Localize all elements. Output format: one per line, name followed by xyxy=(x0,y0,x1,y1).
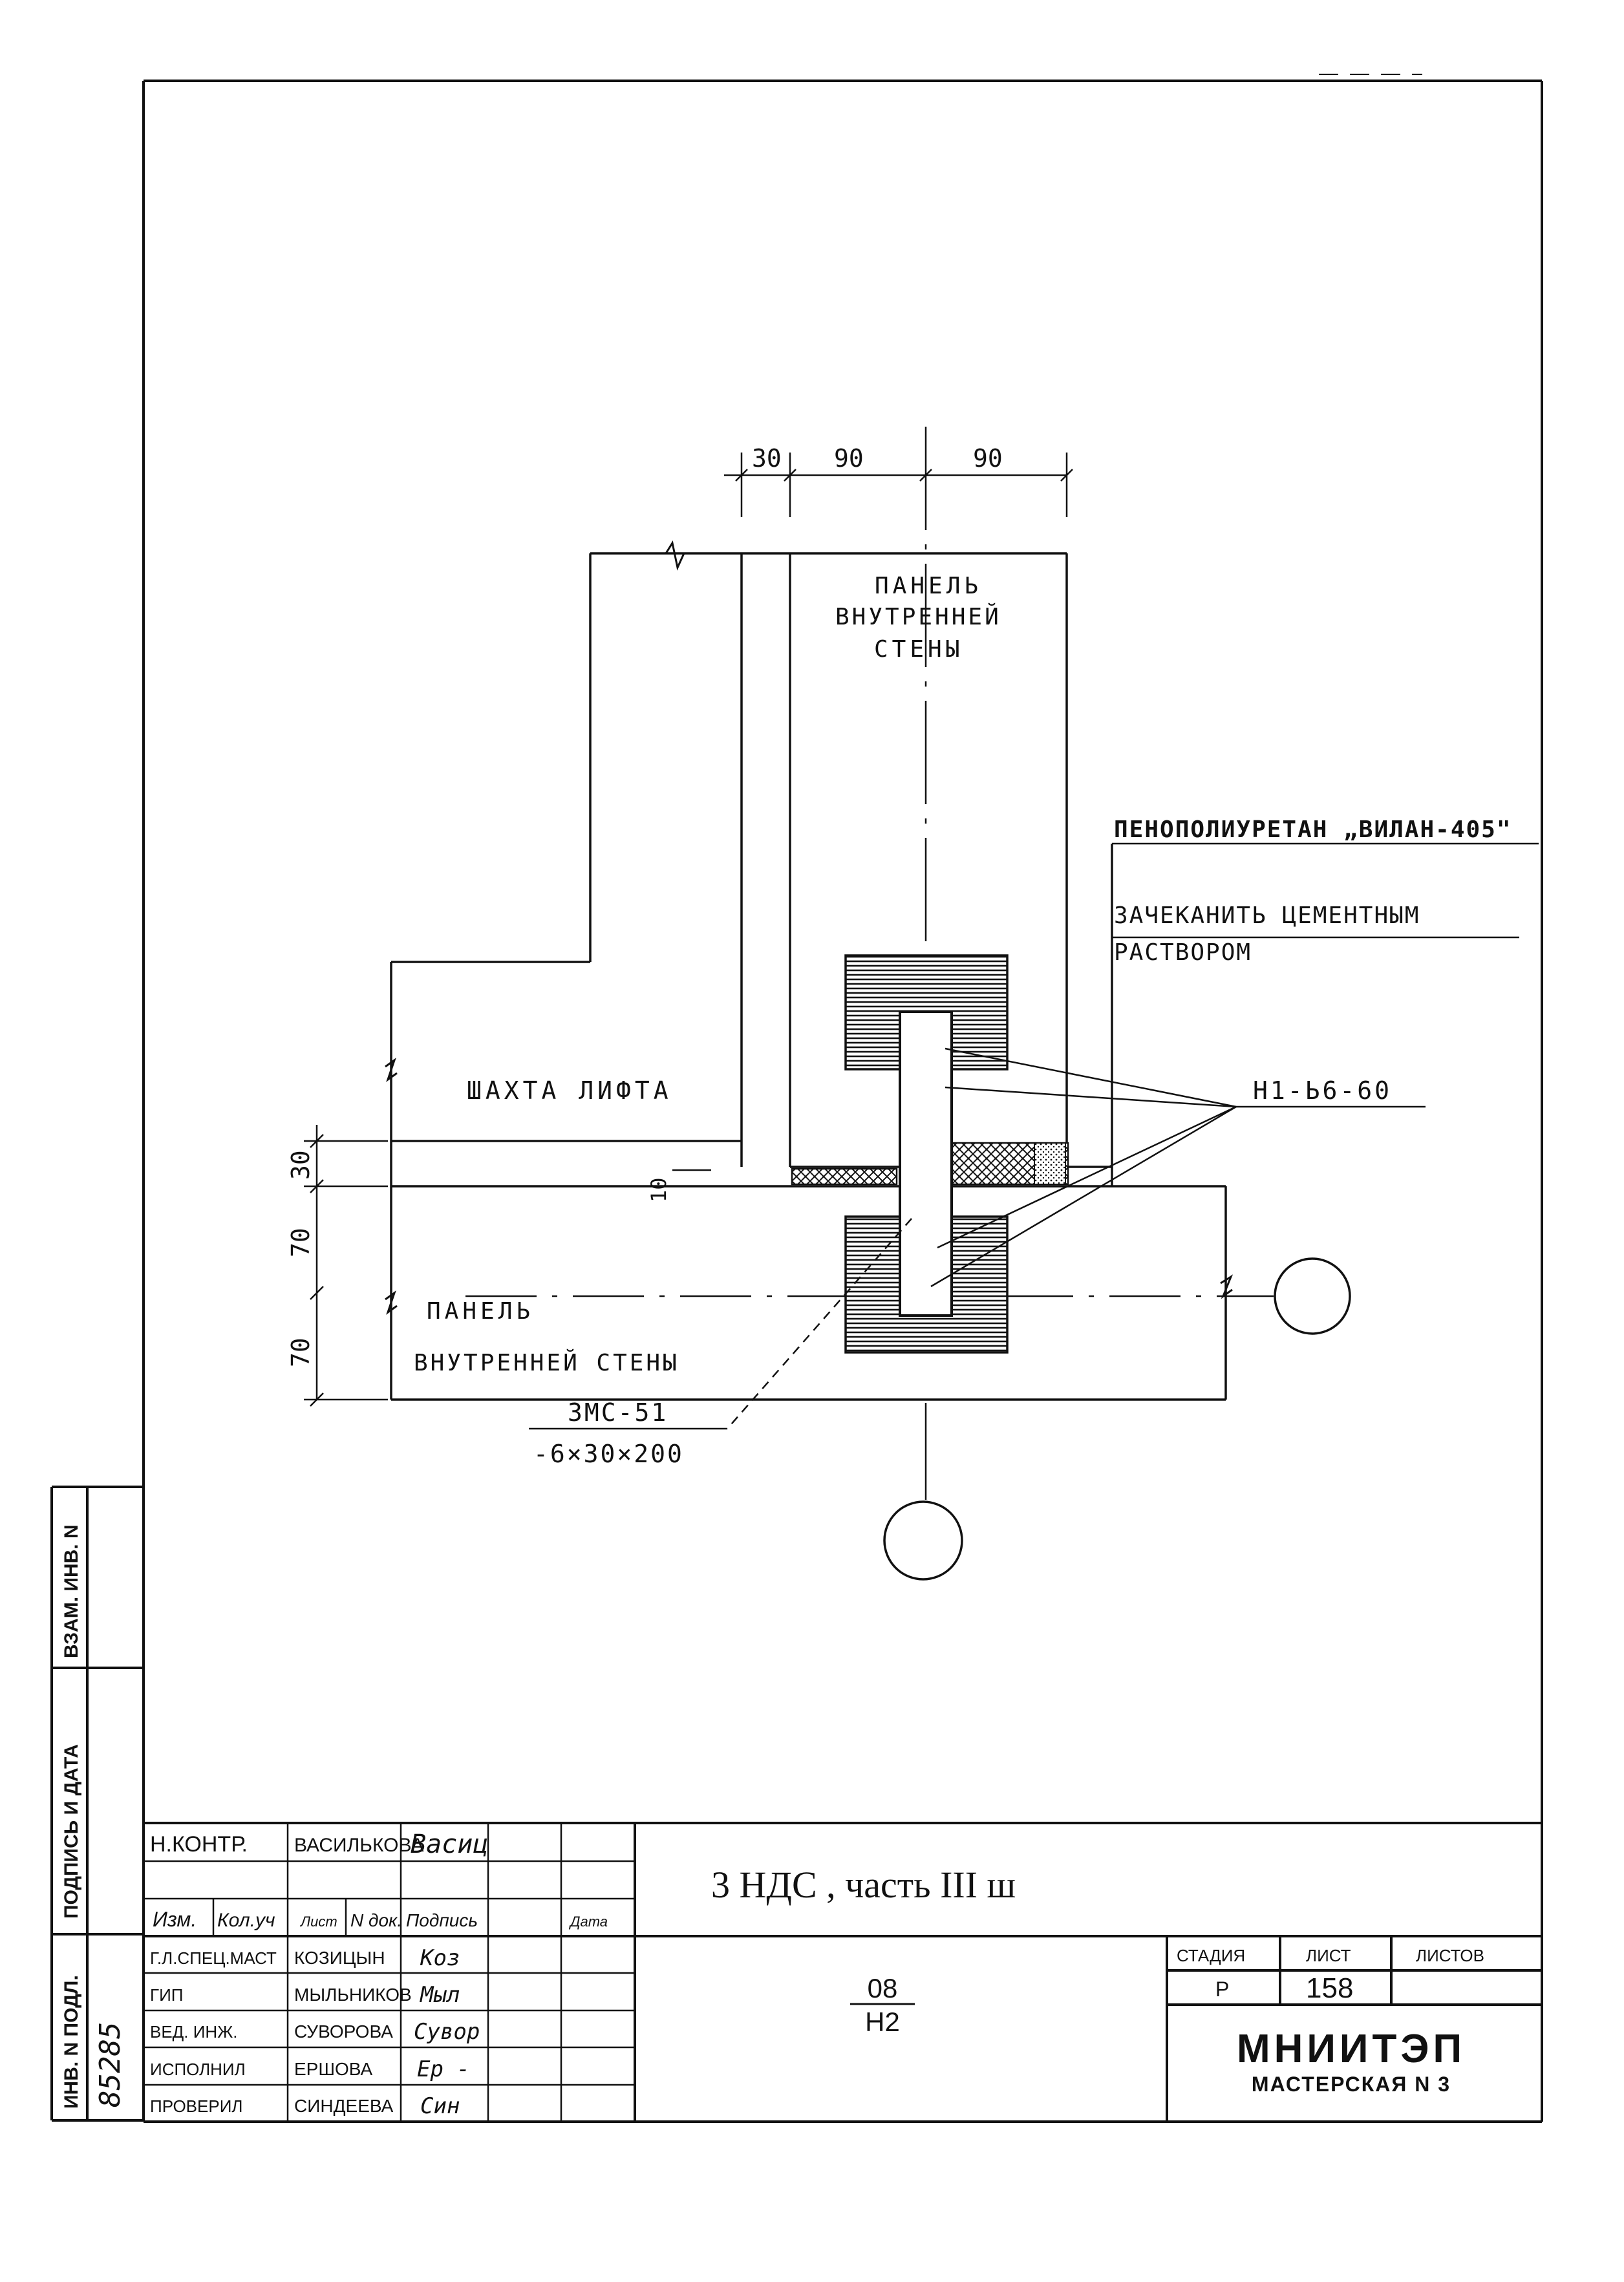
header-list: Лист xyxy=(299,1914,337,1930)
row-role: ГИП xyxy=(150,1985,183,2005)
drawing-code-bottom: Н2 xyxy=(865,2007,900,2037)
header-koluch: Кол.уч xyxy=(217,1910,275,1931)
header-data: Дата xyxy=(568,1914,608,1930)
label-panel-top-3: СТЕНЫ xyxy=(874,636,963,663)
leader-lines xyxy=(529,842,1539,1430)
dim-top-1: 30 xyxy=(752,444,782,473)
label-panel-bottom-1: ПАНЕЛЬ xyxy=(427,1298,534,1325)
row-sign: Коз xyxy=(420,1945,460,1971)
signature-rows: Г.Л.СПЕЦ.МАСТ КОЗИЦЫН Коз ГИП МЫЛЬНИКОВ … xyxy=(150,1945,480,2119)
dim-top-3: 90 xyxy=(973,444,1003,473)
dim-left-3: 70 xyxy=(286,1338,315,1367)
header-podpis: Подпись xyxy=(406,1910,478,1930)
stage-value: Р xyxy=(1215,1978,1229,2001)
row-name: МЫЛЬНИКОВ xyxy=(294,1985,412,2005)
row-role: ПРОВЕРИЛ xyxy=(150,2096,242,2116)
nkontr-role: Н.КОНТР. xyxy=(150,1832,248,1857)
label-caulk-2: РАСТВОРОМ xyxy=(1114,939,1252,966)
row-sign: Син xyxy=(420,2093,460,2119)
row-name: ЕРШОВА xyxy=(294,2059,373,2079)
dim-left-1: 30 xyxy=(286,1150,315,1180)
label-lift-shaft: ШАХТА ЛИФТА xyxy=(467,1076,672,1105)
row-name: СУВОРОВА xyxy=(294,2021,393,2042)
axis-marker-bottom xyxy=(883,1500,963,1581)
nkontr-name: ВАСИЛЬКОВА xyxy=(294,1835,423,1856)
org-name: МНИИТЭП xyxy=(1237,2027,1466,2071)
label-plate-1: ЗМС-51 xyxy=(568,1398,668,1427)
side-inv-vzam: ВЗАМ. ИНВ. N xyxy=(61,1524,82,1658)
row-sign: Ер - xyxy=(417,2056,470,2082)
project-title: 3 НДС , часть III ш xyxy=(711,1864,1016,1906)
axis-lines xyxy=(465,427,1274,1500)
org-dept: МАСТЕРСКАЯ N 3 xyxy=(1252,2073,1451,2096)
row-sign: Сувор xyxy=(414,2019,480,2045)
label-panel-bottom-2: ВНУТРЕННЕЙ СТЕНЫ xyxy=(414,1349,679,1376)
label-plate-2: -6×30×200 xyxy=(533,1440,684,1468)
row-role: ИСПОЛНИЛ xyxy=(150,2060,246,2079)
sheet-frame xyxy=(142,74,1543,2120)
label-caulk-1: ЗАЧЕКАНИТЬ ЦЕМЕНТНЫМ xyxy=(1114,902,1420,929)
label-foam: ПЕНОПОЛИУРЕТАН „ВИЛАН-405" xyxy=(1114,816,1512,843)
stage-label: СТАДИЯ xyxy=(1177,1946,1245,1965)
dim-small: 10 xyxy=(646,1177,671,1202)
side-sign-date: ПОДПИСЬ И ДАТА xyxy=(61,1744,82,1919)
dimension-lines xyxy=(304,453,1073,1407)
cement-caulk xyxy=(1034,1142,1066,1185)
label-panel-top-1: ПАНЕЛЬ xyxy=(875,573,982,599)
title-block-grid xyxy=(144,1823,635,2122)
axis-marker-right xyxy=(1274,1257,1351,1335)
row-sign: Мыл xyxy=(420,1982,460,2008)
drawing-code-top: 08 xyxy=(868,1973,898,2003)
header-ndok: N док. xyxy=(350,1910,402,1930)
dim-left-2: 70 xyxy=(286,1228,315,1257)
label-panel-top-2: ВНУТРЕННЕЙ xyxy=(835,603,1001,630)
sheets-label: ЛИСТОВ xyxy=(1416,1946,1484,1965)
dim-top-2: 90 xyxy=(834,444,864,473)
label-anchor: Н1-Ь6-60 xyxy=(1253,1076,1392,1105)
connecting-plate xyxy=(899,1010,953,1317)
side-stamp xyxy=(50,1486,144,2122)
sheet-value: 158 xyxy=(1306,1972,1353,2004)
side-inv-number: 85285 xyxy=(94,2022,127,2107)
row-role: Г.Л.СПЕЦ.МАСТ xyxy=(150,1948,277,1968)
foam-insulation-left xyxy=(791,1168,898,1186)
row-name: КОЗИЦЫН xyxy=(294,1948,385,1968)
side-inv-podl: ИНВ. N ПОДЛ. xyxy=(61,1975,82,2109)
row-role: ВЕД. ИНЖ. xyxy=(150,2022,237,2042)
header-izm: Изм. xyxy=(153,1908,197,1931)
construction-section xyxy=(385,540,1234,1401)
sheet-label: ЛИСТ xyxy=(1306,1946,1351,1965)
nkontr-sign: Васиц xyxy=(411,1829,488,1859)
row-name: СИНДЕЕВА xyxy=(294,2096,394,2116)
